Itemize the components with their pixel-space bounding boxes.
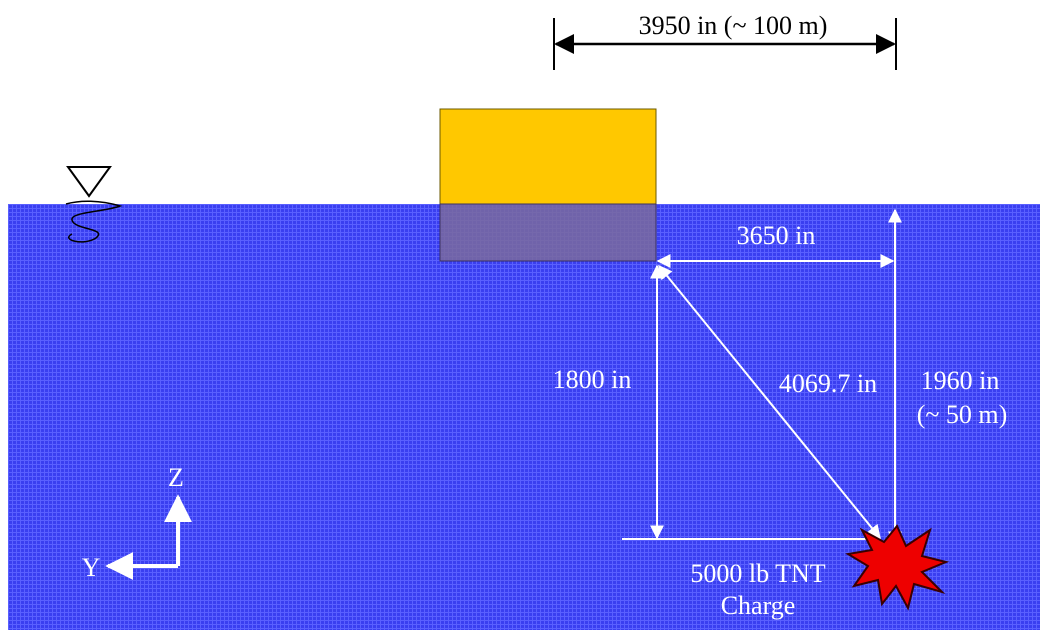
charge-depth-label-line1: 1960 in	[921, 366, 1000, 395]
horizontal-offset-label: 3650 in	[737, 221, 816, 250]
explosion-burst-icon	[845, 524, 950, 611]
ship-hull-submerged	[439, 203, 657, 262]
top-dimension: 3950 in (~ 100 m)	[553, 11, 897, 70]
z-axis-label: Z	[168, 463, 184, 492]
coordinate-axes: Z Y	[82, 463, 192, 582]
slant-distance-label: 4069.7 in	[779, 369, 877, 398]
ship-depth-label: 1800 in	[553, 365, 632, 394]
water-level-triangle-icon	[65, 166, 123, 243]
top-dimension-label: 3950 in (~ 100 m)	[639, 11, 828, 40]
charge-label-line2: Charge	[721, 591, 796, 620]
y-axis-label: Y	[82, 553, 101, 582]
charge-label-line1: 5000 lb TNT	[690, 559, 825, 588]
charge-depth-label-line2: (~ 50 m)	[917, 400, 1008, 429]
ship-hull-above-water	[439, 108, 657, 205]
slant-distance-arrow	[658, 264, 881, 540]
